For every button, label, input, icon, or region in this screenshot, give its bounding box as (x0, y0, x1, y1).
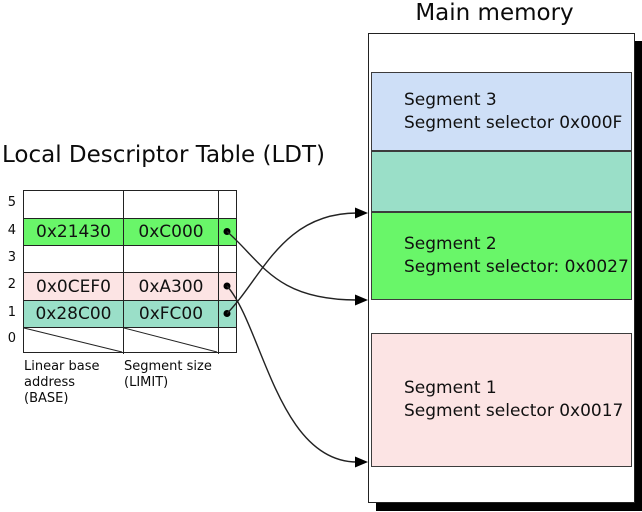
arrow-row1-to-segment (226, 212, 358, 314)
ldt-row-0 (24, 328, 236, 354)
ldt-row-index-1: 1 (7, 305, 16, 320)
ldt-row-2: 0x0CEF0 0xA300 (24, 273, 236, 301)
ldt-row-2-pointer-cell (219, 273, 236, 300)
ldt-row-3 (24, 246, 236, 273)
arrowhead-row4 (355, 294, 368, 306)
base-column-label-line2: address (24, 375, 76, 390)
ldt-row-index-2: 2 (7, 277, 16, 292)
ldt-row-5 (24, 191, 236, 219)
ldt-row-3-limit-cell (124, 246, 219, 272)
ldt-row-3-pointer-cell (219, 246, 236, 272)
ldt-row-0-pointer-cell (219, 328, 236, 354)
limit-column-label-line1: Segment size (124, 359, 212, 374)
ldt-row-0-limit-cell (124, 328, 219, 354)
ldt-row-4-base-cell: 0x21430 (24, 219, 124, 245)
ldt-row-2-base-cell: 0x0CEF0 (24, 273, 124, 300)
ldt-table: 0x21430 0xC000 0x0CEF0 0xA300 0x28C00 0x… (23, 190, 237, 354)
main-memory-box: Segment 3 Segment selector 0x000F Segmen… (368, 33, 635, 503)
arrow-row4-to-segment2 (226, 230, 358, 301)
segment-3-block: Segment 3 Segment selector 0x000F (371, 72, 632, 151)
segment-1-label: Segment 1 (404, 378, 497, 398)
arrowhead-row1 (355, 207, 368, 219)
ldt-title: Local Descriptor Table (LDT) (2, 142, 326, 168)
segment-1-selector: Segment selector 0x0017 (404, 401, 624, 421)
ldt-row-index-0: 0 (7, 331, 16, 346)
segment-3-label: Segment 3 (404, 89, 497, 110)
ldt-row-5-limit-cell (124, 191, 219, 218)
limit-column-label: Segment size (LIMIT) (124, 359, 212, 391)
arrow-row2-to-segment1 (226, 285, 358, 463)
main-memory-title: Main memory (415, 0, 574, 26)
ldt-row-0-base-cell (24, 328, 124, 354)
ldt-row-5-pointer-cell (219, 191, 236, 218)
segment-unlabeled-block (371, 151, 632, 212)
arrowhead-row2 (355, 456, 368, 468)
ldt-row-1-base-cell: 0x28C00 (24, 301, 124, 327)
base-column-label: Linear base address (BASE) (24, 359, 100, 407)
base-column-label-line3: (BASE) (24, 391, 69, 406)
ldt-row-3-base-cell (24, 246, 124, 272)
ldt-row-1-pointer-cell (219, 301, 236, 327)
ldt-row-index-5: 5 (7, 195, 16, 210)
base-column-label-line1: Linear base (24, 359, 100, 374)
ldt-row-1-limit-cell: 0xFC00 (124, 301, 219, 327)
segment-3-selector: Segment selector 0x000F (404, 112, 623, 133)
ldt-row-4: 0x21430 0xC000 (24, 219, 236, 246)
ldt-row-5-base-cell (24, 191, 124, 218)
ldt-row-4-limit-cell: 0xC000 (124, 219, 219, 245)
ldt-row-2-limit-cell: 0xA300 (124, 273, 219, 300)
segment-2-label: Segment 2 (404, 234, 497, 254)
ldt-row-4-pointer-cell (219, 219, 236, 245)
segment-1-block: Segment 1 Segment selector 0x0017 (371, 333, 632, 467)
ldt-row-index-3: 3 (7, 250, 16, 265)
ldt-row-1: 0x28C00 0xFC00 (24, 301, 236, 328)
ldt-row-index-4: 4 (7, 223, 16, 238)
segment-2-block: Segment 2 Segment selector: 0x0027 (371, 212, 632, 300)
segment-2-selector: Segment selector: 0x0027 (404, 257, 629, 277)
limit-column-label-line2: (LIMIT) (124, 375, 169, 390)
